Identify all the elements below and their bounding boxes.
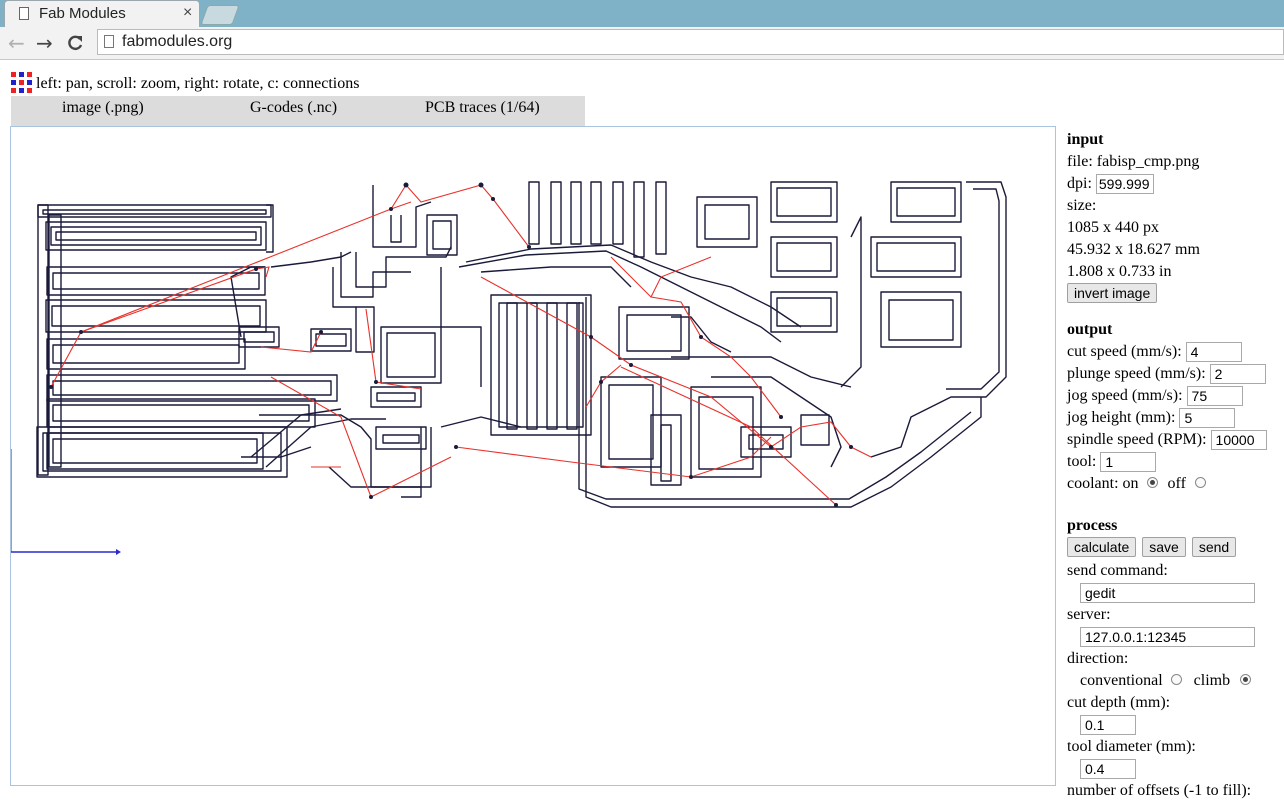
jog-height-label: jog height (mm): xyxy=(1067,409,1176,426)
tool-diameter-input[interactable]: 0.4 xyxy=(1080,759,1136,780)
send-command-row: gedit xyxy=(1067,582,1284,604)
coolant-off-label: off xyxy=(1167,475,1186,492)
instructions: left: pan, scroll: zoom, right: rotate, … xyxy=(11,72,359,93)
server-row: 127.0.0.1:12345 xyxy=(1067,626,1284,648)
invert-image-button[interactable]: invert image xyxy=(1067,283,1158,303)
jog-speed-label: jog speed (mm/s): xyxy=(1067,387,1183,404)
cut-speed-input[interactable]: 4 xyxy=(1185,342,1242,363)
spindle-speed-label: spindle speed (RPM): xyxy=(1067,431,1207,448)
direction-label: direction: xyxy=(1067,650,1129,667)
mode-bar: image (.png) G-codes (.nc) PCB traces (1… xyxy=(11,96,585,126)
mode-image-png[interactable]: image (.png) xyxy=(62,99,144,116)
climb-radio[interactable] xyxy=(1240,674,1252,685)
toolpaths xyxy=(36,181,1007,508)
fab-logo-icon xyxy=(11,72,32,93)
climb-label: climb xyxy=(1193,672,1231,689)
tool-diameter-label: tool diameter (mm): xyxy=(1067,738,1196,755)
size-in: 1.808 x 0.733 in xyxy=(1067,263,1172,280)
send-button[interactable]: send xyxy=(1191,537,1237,557)
tab-title: Fab Modules xyxy=(39,5,126,22)
page-icon xyxy=(104,35,114,48)
input-file: file: fabisp_cmp.png xyxy=(1067,153,1200,170)
tab-strip: Fab Modules × xyxy=(0,0,1284,27)
cut-speed-label: cut speed (mm/s): xyxy=(1067,343,1182,360)
move-endpoints xyxy=(49,182,853,507)
new-tab-button[interactable] xyxy=(200,5,240,25)
coolant-on-radio[interactable] xyxy=(1146,477,1158,488)
conventional-radio[interactable] xyxy=(1170,674,1182,685)
toolpath-viewport[interactable] xyxy=(10,126,1056,786)
invert-row: invert image xyxy=(1067,283,1284,305)
cut-depth-label: cut depth (mm): xyxy=(1067,694,1171,711)
send-command-label: send command: xyxy=(1067,562,1168,579)
calculate-button[interactable]: calculate xyxy=(1067,537,1137,557)
toolpath-canvas xyxy=(11,181,1007,555)
browser-toolbar: ← → fabmodules.org xyxy=(0,27,1284,60)
server-input[interactable]: 127.0.0.1:12345 xyxy=(1080,627,1255,648)
tool-diameter-row: 0.4 xyxy=(1067,758,1284,780)
tool-label: tool: xyxy=(1067,453,1097,470)
spindle-speed-input[interactable]: 10000 xyxy=(1210,430,1267,451)
browser-tab[interactable]: Fab Modules × xyxy=(4,0,200,27)
mode-gcodes-nc[interactable]: G-codes (.nc) xyxy=(250,99,338,116)
process-heading: process xyxy=(1067,517,1118,534)
dpi-label: dpi: xyxy=(1067,175,1092,192)
cut-depth-input[interactable]: 0.1 xyxy=(1080,715,1136,736)
offsets-label: number of offsets (-1 to fill): xyxy=(1067,782,1252,799)
conventional-label: conventional xyxy=(1080,672,1163,689)
back-icon[interactable]: ← xyxy=(8,31,25,55)
plunge-speed-input[interactable]: 2 xyxy=(1209,364,1266,385)
plunge-speed-row: plunge speed (mm/s): 2 xyxy=(1067,363,1284,385)
size-mm: 45.932 x 18.627 mm xyxy=(1067,241,1200,258)
spindle-speed-row: spindle speed (RPM): 10000 xyxy=(1067,429,1284,451)
tab-close-icon[interactable]: × xyxy=(183,4,193,21)
direction-row: conventional climb xyxy=(1067,670,1284,692)
dpi-row: dpi: 599.999 xyxy=(1067,173,1284,195)
send-command-input[interactable]: gedit xyxy=(1080,583,1255,604)
address-bar[interactable]: fabmodules.org xyxy=(97,29,1284,55)
size-px: 1085 x 440 px xyxy=(1067,219,1159,236)
tool-input[interactable]: 1 xyxy=(1100,452,1157,473)
size-label: size: xyxy=(1067,197,1097,214)
coolant-row: coolant: on off xyxy=(1067,473,1284,495)
forward-icon[interactable]: → xyxy=(36,31,53,55)
dpi-input[interactable]: 599.999 xyxy=(1095,174,1154,195)
input-heading: input xyxy=(1067,131,1104,148)
cut-depth-row: 0.1 xyxy=(1067,714,1284,736)
mode-pcb-traces[interactable]: PCB traces (1/64) xyxy=(425,99,540,116)
coolant-off-radio[interactable] xyxy=(1194,477,1206,488)
plunge-speed-label: plunge speed (mm/s): xyxy=(1067,365,1206,382)
process-buttons: calculate save send xyxy=(1067,537,1284,560)
save-button[interactable]: save xyxy=(1142,537,1186,557)
page-icon xyxy=(19,7,29,20)
coolant-on-label: coolant: on xyxy=(1067,475,1139,492)
control-panel: input file: fabisp_cmp.png dpi: 599.999 … xyxy=(1067,129,1284,802)
cut-speed-row: cut speed (mm/s): 4 xyxy=(1067,341,1284,363)
reload-icon[interactable] xyxy=(66,31,84,57)
output-heading: output xyxy=(1067,321,1113,338)
jog-height-row: jog height (mm): 5 xyxy=(1067,407,1284,429)
jog-speed-input[interactable]: 75 xyxy=(1186,386,1243,407)
jog-height-input[interactable]: 5 xyxy=(1179,408,1236,429)
server-label: server: xyxy=(1067,606,1111,623)
instructions-text: left: pan, scroll: zoom, right: rotate, … xyxy=(36,75,360,92)
url-text: fabmodules.org xyxy=(122,33,233,50)
x-axis-arrow xyxy=(116,549,121,555)
tool-row: tool: 1 xyxy=(1067,451,1284,473)
jog-speed-row: jog speed (mm/s): 75 xyxy=(1067,385,1284,407)
